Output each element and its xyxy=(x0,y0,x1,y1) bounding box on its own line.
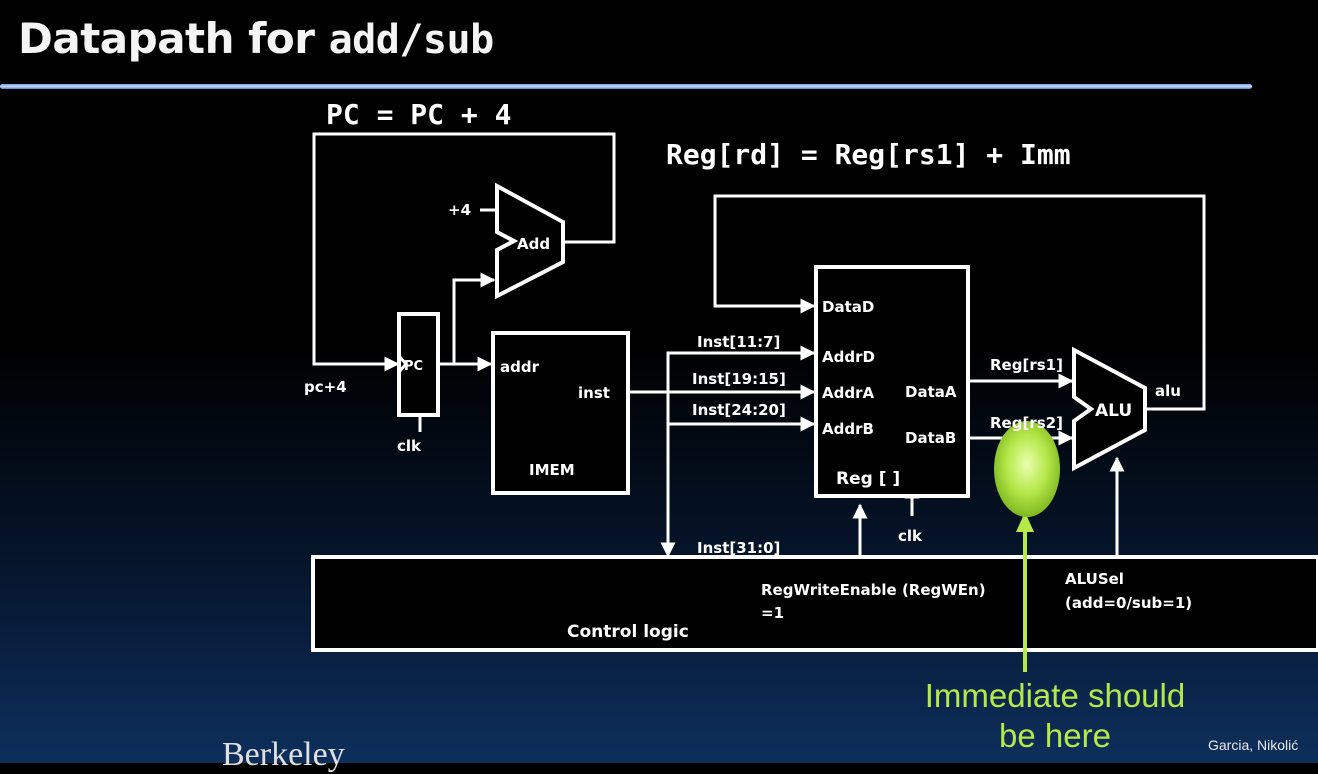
label-alusel-1: ALUSel xyxy=(1065,570,1124,588)
label-inst-11-7: Inst[11:7] xyxy=(697,333,780,351)
label-addrd: AddrD xyxy=(822,348,875,366)
label-reg: Reg [ ] xyxy=(836,469,900,489)
label-datad: DataD xyxy=(822,298,874,316)
label-pc: PC xyxy=(404,359,423,374)
title-code: add/sub xyxy=(328,17,495,63)
label-addr: addr xyxy=(500,358,540,376)
label-alusel-2: (add=0/sub=1) xyxy=(1065,594,1192,612)
title-text: Datapath for xyxy=(18,14,329,63)
wire-inst-11-7 xyxy=(666,345,816,392)
label-reg-clk: clk xyxy=(898,527,923,545)
control-logic-box xyxy=(311,555,1318,652)
label-reg-rs1: Reg[rs1] xyxy=(990,356,1063,374)
label-imem: IMEM xyxy=(529,461,575,479)
register-file xyxy=(814,265,970,498)
author-credit: Garcia, Nikolić xyxy=(1208,737,1299,753)
label-control: Control logic xyxy=(567,622,689,642)
label-inst-31-0: Inst[31:0] xyxy=(697,539,780,557)
label-alu-out: alu xyxy=(1155,382,1181,400)
label-inst-19-15: Inst[19:15] xyxy=(692,370,786,388)
adder-shape xyxy=(495,182,565,300)
label-addra: AddrA xyxy=(822,384,874,402)
imem-box xyxy=(491,331,630,495)
title-divider xyxy=(0,84,1252,89)
label-plus4: +4 xyxy=(448,201,471,219)
wire-writeback xyxy=(713,194,1206,411)
pc-clock-edge xyxy=(397,355,408,373)
berkeley-logo-text: Berkeley xyxy=(222,736,345,773)
label-regwen-2: =1 xyxy=(761,604,784,622)
immediate-callout: Immediate should be here xyxy=(880,676,1230,756)
callout-arrowhead xyxy=(1016,512,1034,532)
wire-pc-to-add xyxy=(452,272,496,364)
label-pc-clk: clk xyxy=(397,437,422,455)
label-alu: ALU xyxy=(1095,401,1132,421)
immediate-highlight xyxy=(994,421,1060,517)
label-dataa: DataA xyxy=(905,383,957,401)
label-datab: DataB xyxy=(905,429,956,447)
label-add: Add xyxy=(517,235,550,253)
wire-pc-loop xyxy=(312,132,616,372)
callout-line-1: Immediate should xyxy=(924,677,1186,714)
label-pc-plus4: pc+4 xyxy=(304,378,347,396)
label-inst: inst xyxy=(578,384,610,402)
pc-equation: PC = PC + 4 xyxy=(326,98,511,131)
callout-line-2: be here xyxy=(999,717,1111,754)
reg-equation: Reg[rd] = Reg[rs1] + Imm xyxy=(666,138,1071,171)
alu-shape xyxy=(1072,346,1147,472)
label-regwen-1: RegWriteEnable (RegWEn) xyxy=(761,581,986,599)
page-title: Datapath for add/sub xyxy=(18,14,494,63)
label-reg-rs2: Reg[rs2] xyxy=(990,414,1063,432)
label-inst-24-20: Inst[24:20] xyxy=(692,401,786,419)
label-addrb: AddrB xyxy=(822,420,874,438)
